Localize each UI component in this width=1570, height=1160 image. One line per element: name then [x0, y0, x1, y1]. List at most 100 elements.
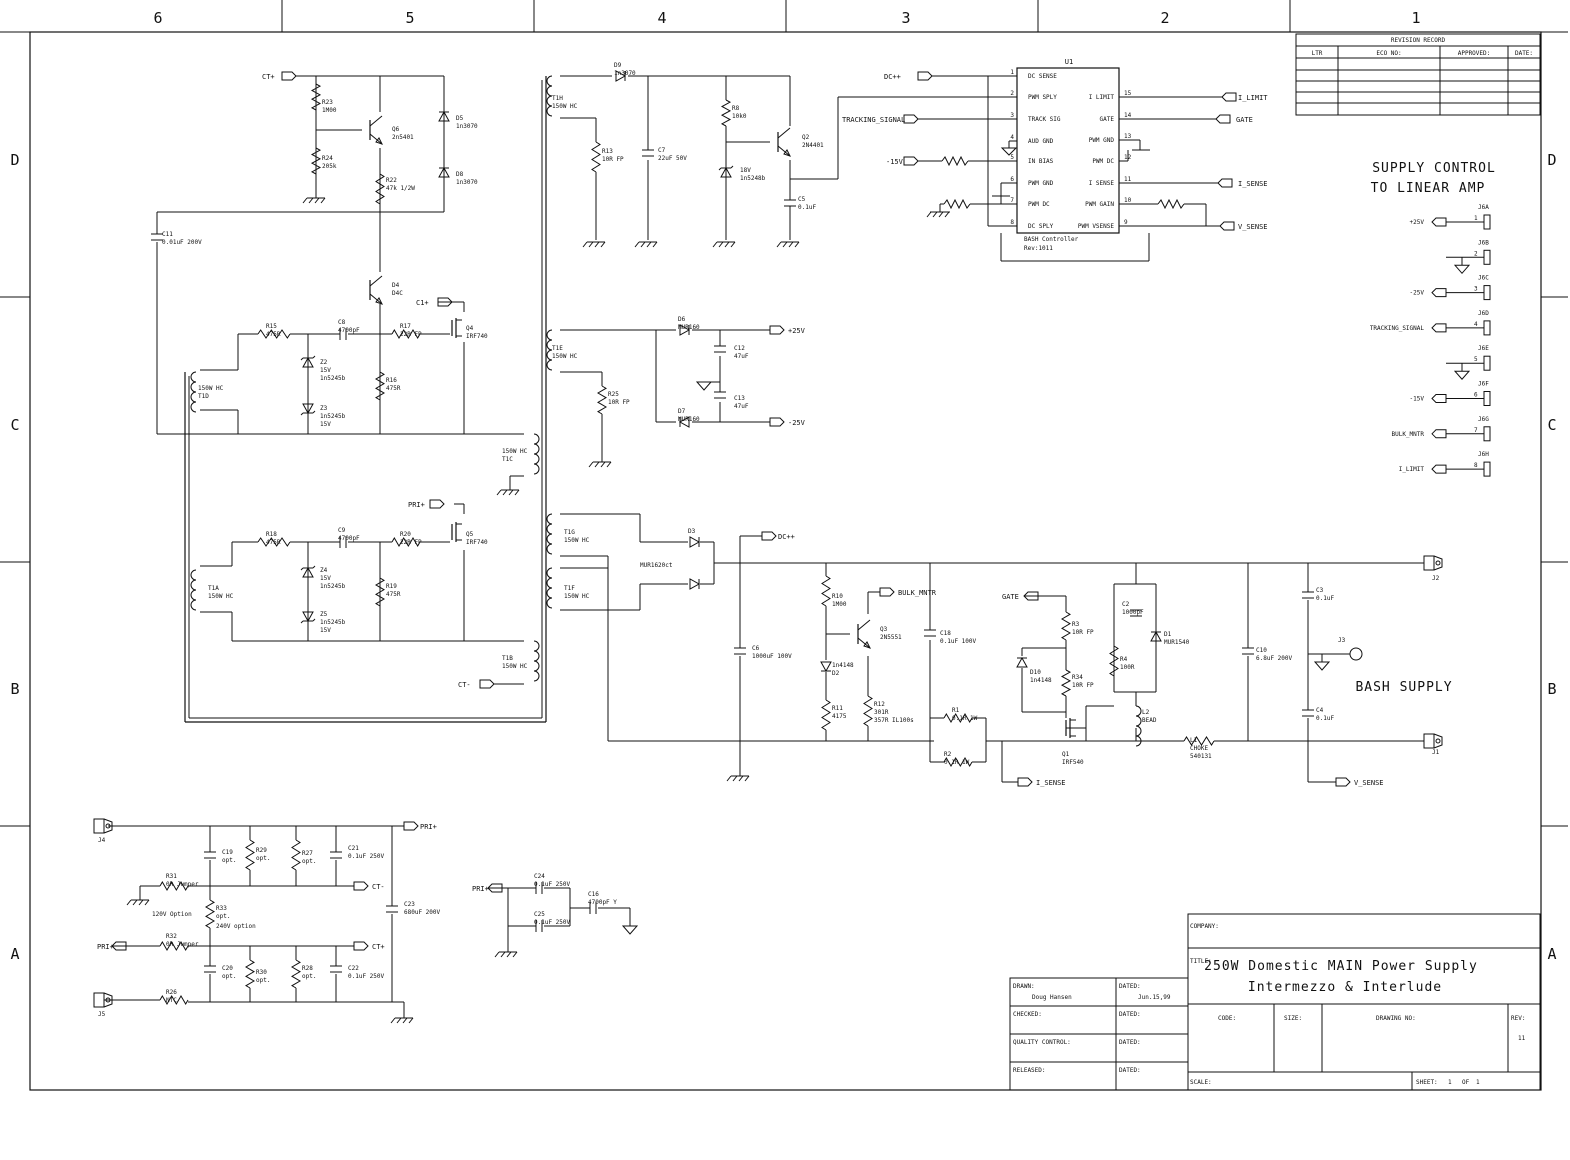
connector-ref-j6c: J6C — [1478, 275, 1489, 282]
resistor-r10-label-0: R10 — [832, 593, 843, 600]
resistor-r30-label-0: R30 — [256, 969, 267, 976]
u1-pin-num-11: 11 — [1124, 176, 1132, 183]
connector-net-j6f: -15V — [1410, 396, 1425, 403]
mosfet-q4-label-1: IRF740 — [466, 333, 488, 340]
title-block-code-label: CODE: — [1218, 1015, 1236, 1022]
net-c1-plus: C1+ — [416, 299, 429, 307]
connector-pin-j6e: 5 — [1474, 356, 1478, 363]
diode-d3b-label-0: MUR1620ct — [640, 562, 673, 569]
u1-pin-num-1: 1 — [1010, 69, 1014, 76]
net-minus15-u1: -15V — [886, 158, 904, 166]
net-v-sense-bash: V_SENSE — [1354, 779, 1384, 787]
capacitor-c8-label-0: C8 — [338, 319, 346, 326]
diode-d2-label-0: 1n4148 — [832, 662, 854, 669]
revision-record-table: REVISION RECORD LTR ECO NO: APPROVED: DA… — [1295, 33, 1541, 116]
resistor-r2-label-1: 0.1R 1W — [944, 759, 970, 766]
diode-d5-label-0: D5 — [456, 115, 464, 122]
title-block-released-label: RELEASED: — [1013, 1067, 1046, 1074]
transformer-t1b-label-0: T1B — [502, 655, 513, 662]
port-flag-0 — [281, 71, 297, 81]
resistor-r30-label-1: opt. — [256, 977, 270, 984]
net-ct-minus: CT- — [458, 681, 471, 689]
transformer-t1b-label-1: 150W HC — [502, 663, 528, 670]
title-block-dated-label-1: DATED: — [1119, 983, 1141, 990]
zener-z4-label-1: 15V — [320, 575, 331, 582]
title-block-qc-label: QUALITY CONTROL: — [1013, 1039, 1071, 1046]
connector-flag-j6d — [1431, 323, 1447, 333]
zone-row-a-left: A — [10, 945, 19, 963]
u1-pin-num-7: 7 — [1010, 197, 1014, 204]
transformer-t1h-label-1: 150W HC — [552, 103, 578, 110]
resistor-r32-label-1: 0R Jumper — [166, 941, 199, 948]
transistor-q6-label-1: 2n5401 — [392, 134, 414, 141]
capacitor-c3: C30.1uF — [1302, 587, 1334, 602]
connector-pin-j6b: 2 — [1474, 250, 1478, 257]
net-gate-u1: GATE — [1236, 116, 1253, 124]
diode-d7-label-1: MUR160 — [678, 416, 700, 423]
resistor-r31-label-0: R31 — [166, 873, 177, 880]
jack-j4: J4 — [93, 818, 113, 844]
port-flag-2 — [429, 499, 445, 509]
jack-j2: J2 — [1423, 555, 1443, 582]
resistor-r12-label-0: R12 — [874, 701, 885, 708]
connector-net-j6c: -25V — [1410, 290, 1425, 297]
connector-ref-j6d: J6D — [1478, 310, 1489, 317]
capacitor-c3-label-0: C3 — [1316, 587, 1324, 594]
inductor-l1-label-0: L1 — [1190, 737, 1198, 744]
resistor-r18-label-0: R18 — [266, 531, 277, 538]
net-dc-plus-u1: DC++ — [884, 73, 901, 81]
u1-ref: U1 — [1065, 58, 1073, 66]
title-block-title-label: TITLE: — [1190, 958, 1212, 965]
zener-z5-label-0: Z5 — [320, 611, 328, 618]
capacitor-c22-label-0: C22 — [348, 965, 359, 972]
net-labels: CT+ C1+ PRI+ CT- DC++ TRACKING_SIGNAL -1… — [97, 73, 1384, 951]
capacitor-c5: C50.1uF — [784, 196, 816, 211]
transistor-q3-label-0: Q3 — [880, 626, 888, 633]
diode-d2-label-1: D2 — [832, 670, 840, 677]
transformer-t1g-label-0: T1G — [564, 529, 575, 536]
zener-z4-label-2: 1n5245b — [320, 583, 346, 590]
connector-ref-j6h: J6H — [1478, 451, 1489, 458]
resistor-r3-label-1: 10R FP — [1072, 629, 1094, 636]
input-filter-wires — [104, 825, 631, 1018]
resistor-r1: R10.1R 1W — [943, 707, 978, 723]
diode-d1-label-0: D1 — [1164, 631, 1172, 638]
resistor-r2: R20.1R 1W — [943, 751, 973, 767]
title-block-of-value: 1 — [1476, 1079, 1480, 1086]
transformer-t1f-label-0: T1F — [564, 585, 575, 592]
supply-control-heading-2: TO LINEAR AMP — [1371, 181, 1486, 196]
port-flag-16 — [1017, 777, 1033, 787]
net-i-limit-u1: I_LIMIT — [1238, 94, 1268, 102]
connector-flag-j6h — [1431, 464, 1447, 474]
capacitor-c4-label-1: 0.1uF — [1316, 715, 1334, 722]
port-flag-20 — [353, 941, 369, 951]
port-flag-11 — [769, 325, 785, 335]
u1-pin-num-5: 5 — [1010, 154, 1014, 161]
resistor-r8-label-1: 10k0 — [732, 113, 747, 120]
revision-header-ltr: LTR — [1312, 50, 1323, 57]
net-pri-plus-input: PRI+ — [97, 943, 114, 951]
port-flag-18 — [403, 821, 419, 831]
